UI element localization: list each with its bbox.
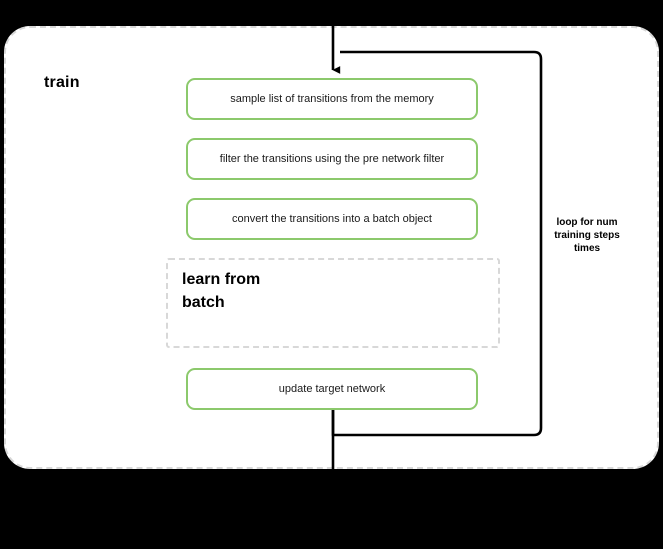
page-title: train bbox=[44, 74, 80, 91]
learn-from-batch-title: learn from batch bbox=[182, 271, 261, 311]
step-label: sample list of transitions from the memo… bbox=[230, 92, 434, 105]
step-label: convert the transitions into a batch obj… bbox=[232, 212, 432, 225]
step-box-sample[interactable]: sample list of transitions from the memo… bbox=[186, 78, 478, 120]
step-box-update-target-network[interactable]: update target network bbox=[186, 368, 478, 410]
step-box-convert[interactable]: convert the transitions into a batch obj… bbox=[186, 198, 478, 240]
loop-caption: loop for num training steps times bbox=[554, 217, 620, 254]
learn-from-batch-group[interactable]: learn from batch bbox=[166, 258, 500, 348]
step-label: update target network bbox=[278, 382, 386, 395]
step-box-filter[interactable]: filter the transitions using the pre net… bbox=[186, 138, 478, 180]
step-label: filter the transitions using the pre net… bbox=[219, 152, 445, 165]
